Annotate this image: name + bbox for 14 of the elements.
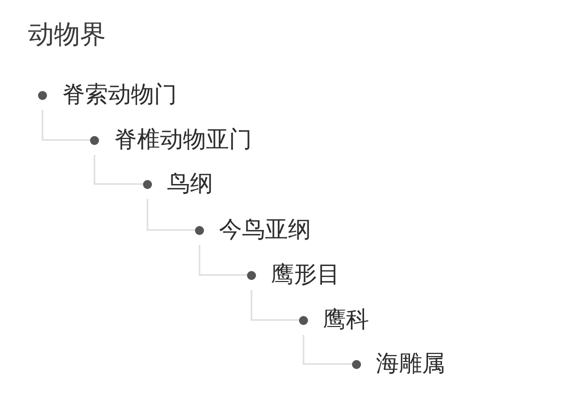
taxon-label: 海雕属 [376,350,445,379]
taxon-label: 脊椎动物亚门 [114,126,252,155]
taxon-label: 鸟纲 [167,170,213,199]
connector-line [198,245,247,276]
connector-line [94,155,143,185]
page-title: 动物界 [28,19,106,52]
connector-line [146,199,195,231]
taxon-label: 鹰科 [323,306,369,335]
taxon-label: 鹰形目 [271,261,340,290]
connector-line [250,290,299,321]
taxon-label: 脊索动物门 [62,81,177,110]
taxon-label: 今鸟亚纲 [219,216,311,245]
connector-line [42,110,90,141]
connector-line [302,335,352,365]
